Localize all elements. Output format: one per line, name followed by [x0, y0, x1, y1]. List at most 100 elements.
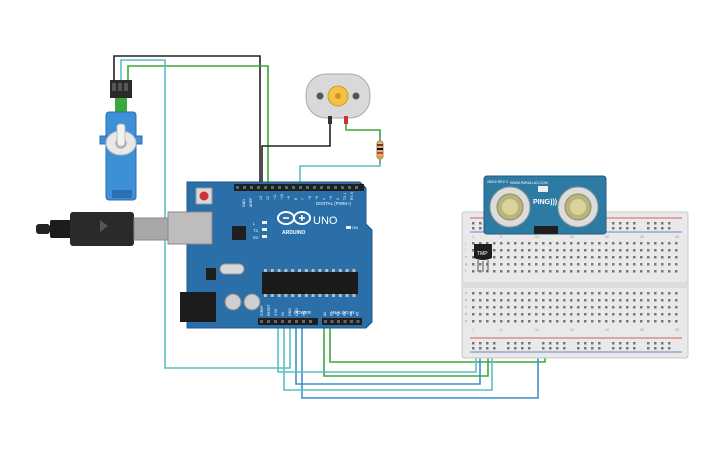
rail-hole[interactable] [556, 347, 559, 350]
terminal-hole[interactable] [647, 306, 650, 309]
terminal-hole[interactable] [521, 320, 524, 323]
terminal-hole[interactable] [556, 256, 559, 259]
terminal-hole[interactable] [535, 299, 538, 302]
terminal-hole[interactable] [605, 320, 608, 323]
arduino-uno-board[interactable]: UNO ARDUINO DIGITAL (PWM~) POWER ANALOG … [167, 181, 373, 329]
terminal-hole[interactable] [486, 320, 489, 323]
terminal-hole[interactable] [479, 320, 482, 323]
terminal-hole[interactable] [493, 292, 496, 295]
terminal-hole[interactable] [493, 313, 496, 316]
terminal-hole[interactable] [584, 249, 587, 252]
header-hole[interactable] [264, 186, 267, 189]
terminal-hole[interactable] [612, 292, 615, 295]
rail-hole[interactable] [549, 347, 552, 350]
terminal-hole[interactable] [500, 242, 503, 245]
terminal-hole[interactable] [570, 320, 573, 323]
rail-hole[interactable] [528, 347, 531, 350]
terminal-hole[interactable] [563, 242, 566, 245]
terminal-hole[interactable] [626, 320, 629, 323]
terminal-hole[interactable] [619, 249, 622, 252]
wire-servo-gnd[interactable] [113, 55, 261, 188]
terminal-hole[interactable] [521, 292, 524, 295]
terminal-hole[interactable] [500, 299, 503, 302]
rail-hole[interactable] [626, 342, 629, 345]
terminal-hole[interactable] [633, 292, 636, 295]
terminal-hole[interactable] [514, 242, 517, 245]
terminal-hole[interactable] [486, 306, 489, 309]
terminal-hole[interactable] [661, 242, 664, 245]
terminal-hole[interactable] [479, 270, 482, 273]
terminal-hole[interactable] [507, 270, 510, 273]
terminal-hole[interactable] [549, 270, 552, 273]
terminal-hole[interactable] [619, 306, 622, 309]
rail-hole[interactable] [479, 342, 482, 345]
rail-hole[interactable] [633, 222, 636, 225]
terminal-hole[interactable] [521, 242, 524, 245]
terminal-hole[interactable] [563, 292, 566, 295]
rail-hole[interactable] [507, 342, 510, 345]
terminal-hole[interactable] [472, 313, 475, 316]
terminal-hole[interactable] [647, 242, 650, 245]
terminal-hole[interactable] [542, 313, 545, 316]
terminal-hole[interactable] [668, 263, 671, 266]
terminal-hole[interactable] [584, 299, 587, 302]
rail-hole[interactable] [647, 227, 650, 230]
terminal-hole[interactable] [472, 306, 475, 309]
terminal-hole[interactable] [507, 306, 510, 309]
terminal-hole[interactable] [675, 320, 678, 323]
terminal-hole[interactable] [584, 270, 587, 273]
terminal-hole[interactable] [549, 306, 552, 309]
wire-motor-gnd[interactable] [261, 122, 331, 188]
terminal-hole[interactable] [591, 292, 594, 295]
rail-hole[interactable] [472, 347, 475, 350]
terminal-hole[interactable] [598, 249, 601, 252]
terminal-hole[interactable] [675, 249, 678, 252]
ultrasonic-sensor[interactable]: PING))) WWW.PARALLAX.COM 28015 REV C [483, 175, 607, 235]
header-hole[interactable] [274, 320, 277, 323]
terminal-hole[interactable] [640, 306, 643, 309]
terminal-hole[interactable] [542, 242, 545, 245]
resistor[interactable] [376, 136, 384, 164]
rail-hole[interactable] [654, 347, 657, 350]
rail-hole[interactable] [612, 227, 615, 230]
rail-hole[interactable] [542, 342, 545, 345]
terminal-hole[interactable] [549, 313, 552, 316]
terminal-hole[interactable] [535, 313, 538, 316]
terminal-hole[interactable] [675, 256, 678, 259]
terminal-hole[interactable] [647, 263, 650, 266]
dc-motor[interactable] [305, 73, 371, 124]
terminal-hole[interactable] [584, 313, 587, 316]
header-hole[interactable] [288, 320, 291, 323]
rail-hole[interactable] [549, 342, 552, 345]
wire-motor-resistor[interactable] [345, 122, 381, 142]
terminal-hole[interactable] [556, 292, 559, 295]
rail-hole[interactable] [626, 227, 629, 230]
analog-header[interactable] [322, 318, 362, 325]
header-hole[interactable] [295, 320, 298, 323]
header-hole[interactable] [281, 320, 284, 323]
terminal-hole[interactable] [647, 292, 650, 295]
rail-hole[interactable] [654, 222, 657, 225]
header-hole[interactable] [350, 320, 353, 323]
terminal-hole[interactable] [556, 270, 559, 273]
terminal-hole[interactable] [612, 320, 615, 323]
terminal-hole[interactable] [521, 256, 524, 259]
terminal-hole[interactable] [479, 299, 482, 302]
terminal-hole[interactable] [500, 306, 503, 309]
header-hole[interactable] [250, 186, 253, 189]
rail-hole[interactable] [563, 347, 566, 350]
terminal-hole[interactable] [556, 320, 559, 323]
rail-hole[interactable] [514, 342, 517, 345]
rail-hole[interactable] [619, 342, 622, 345]
terminal-hole[interactable] [521, 270, 524, 273]
terminal-hole[interactable] [584, 320, 587, 323]
terminal-hole[interactable] [591, 249, 594, 252]
header-hole[interactable] [267, 320, 270, 323]
terminal-hole[interactable] [507, 313, 510, 316]
rail-hole[interactable] [661, 342, 664, 345]
terminal-hole[interactable] [535, 249, 538, 252]
terminal-hole[interactable] [563, 299, 566, 302]
terminal-hole[interactable] [647, 256, 650, 259]
terminal-hole[interactable] [528, 320, 531, 323]
